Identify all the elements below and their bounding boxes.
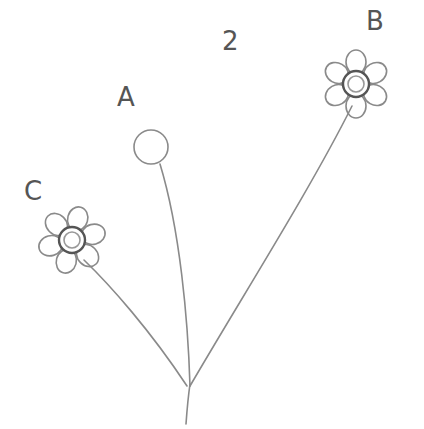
main-stem (186, 384, 190, 424)
part-letter: C (24, 178, 42, 204)
part-letter: B (366, 8, 384, 34)
part-letter: A (117, 84, 135, 110)
bud (134, 130, 168, 164)
flower-stem (84, 260, 187, 386)
flower (322, 50, 391, 118)
flower-stem (190, 106, 352, 386)
figure-number: 2 (222, 28, 239, 54)
flower (37, 205, 108, 276)
